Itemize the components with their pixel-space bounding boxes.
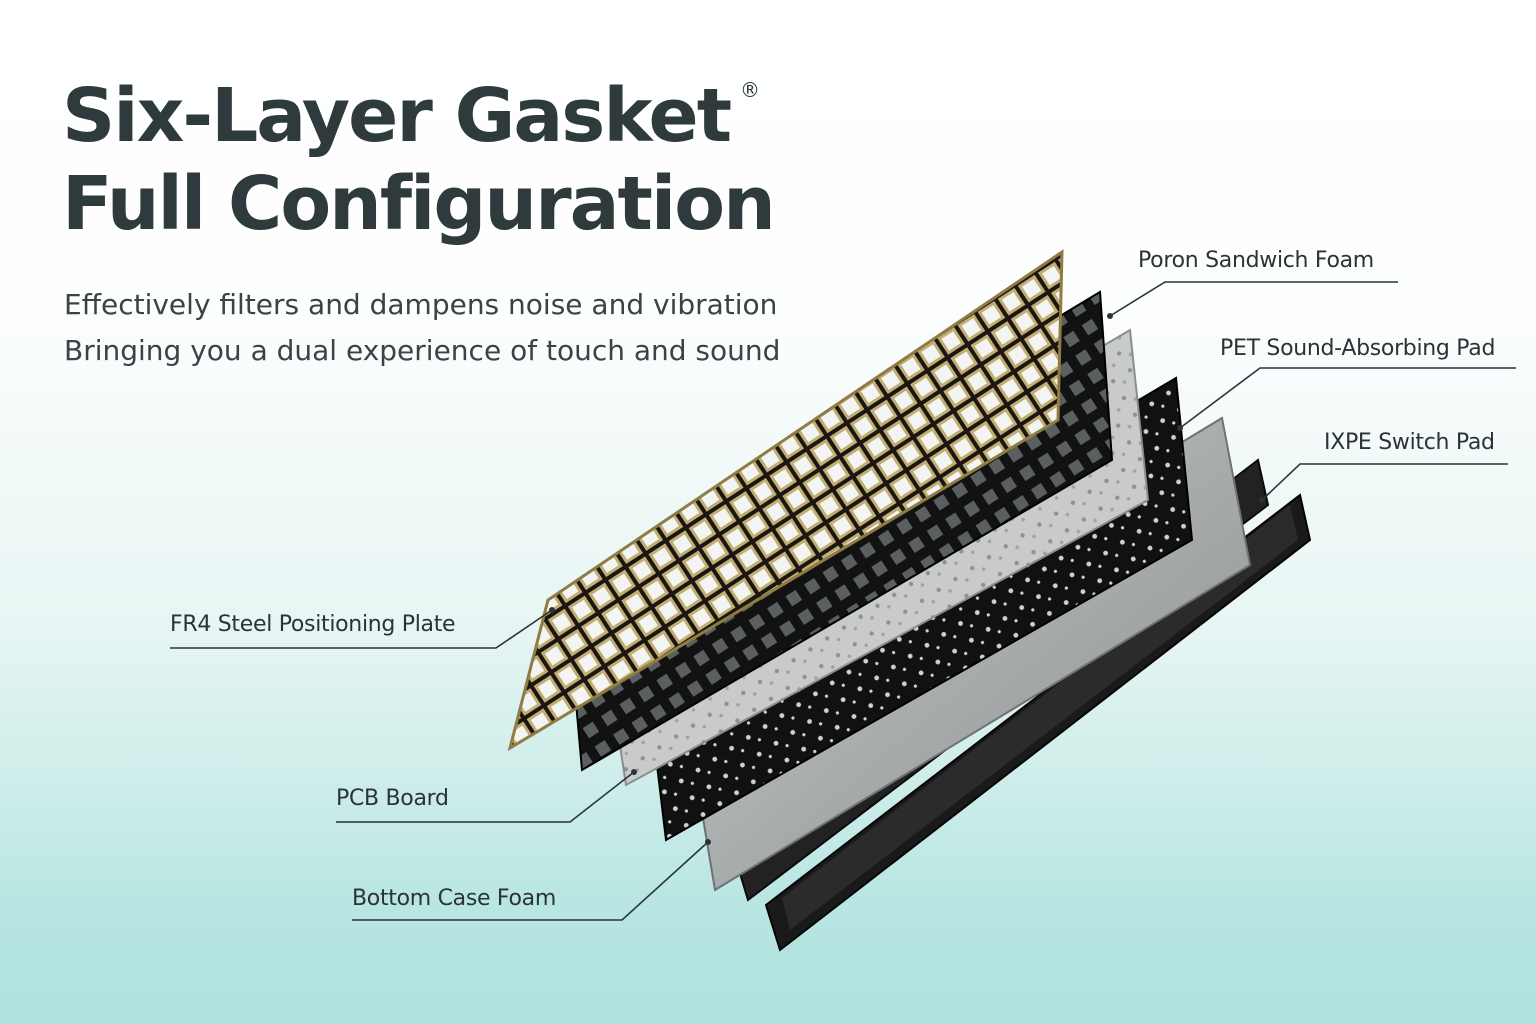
label-pcb-board: PCB Board bbox=[336, 786, 449, 811]
title-line-2: Full Configuration bbox=[62, 161, 776, 247]
subtitle-line-1: Effectively filters and dampens noise an… bbox=[64, 288, 778, 321]
subtitle: Effectively filters and dampens noise an… bbox=[64, 282, 780, 374]
label-bottom-case-foam: Bottom Case Foam bbox=[352, 886, 556, 911]
fr4-plate-layer bbox=[507, 249, 1064, 752]
label-poron-sandwich-foam: Poron Sandwich Foam bbox=[1138, 248, 1374, 273]
label-pet-sound-absorbing-pad: PET Sound-Absorbing Pad bbox=[1220, 336, 1496, 361]
label-ixpe-switch-pad: IXPE Switch Pad bbox=[1324, 430, 1495, 455]
page-title: Six-Layer Gasket Full Configuration bbox=[62, 72, 776, 248]
label-fr4-steel-positioning-plate: FR4 Steel Positioning Plate bbox=[170, 612, 456, 637]
title-line-1: Six-Layer Gasket bbox=[62, 73, 732, 159]
leader-lines bbox=[170, 281, 1516, 921]
subtitle-line-2: Bringing you a dual experience of touch … bbox=[64, 334, 781, 367]
registered-mark: ® bbox=[740, 78, 760, 102]
